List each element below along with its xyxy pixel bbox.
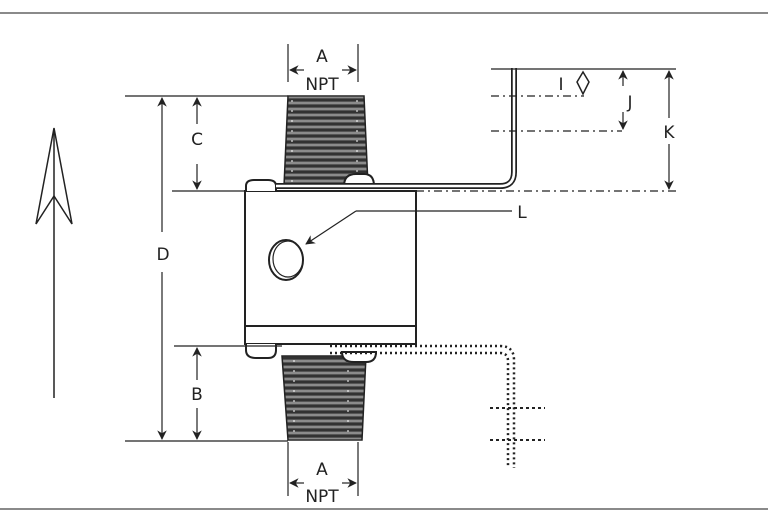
dim-label-l: L [517,203,527,223]
callout-l: L [305,203,527,245]
top-frame-line [0,12,768,14]
bottom-frame-line [0,508,768,510]
dim-label-k: K [663,123,675,143]
dim-label-d: D [156,245,169,265]
port-hole [268,239,304,281]
dim-label-npt-bottom: NPT [305,487,339,507]
dim-label-a-bottom: A [316,460,328,480]
dim-label-j: J [626,93,632,113]
dim-label-b: B [191,385,203,405]
dimension-d: D [156,97,170,440]
mounting-bracket [276,68,517,189]
top-threaded-pipe [283,95,369,187]
dim-label-npt-top: NPT [305,75,339,95]
dimension-a-bottom: A NPT [287,442,359,507]
bottom-threaded-pipe [281,355,367,441]
dimension-a-top: A NPT [287,44,359,95]
alternate-bracket-dotted [330,344,545,468]
extension-lines-left [125,95,288,442]
dim-label-i: I [558,75,563,95]
flow-arrow-up-icon [35,127,73,398]
clamp-body [244,173,417,363]
dim-label-c: C [191,130,203,150]
dimension-c: C [191,97,203,190]
dim-label-a-top: A [316,47,328,67]
dimension-b: B [191,347,203,440]
bracket-dimensions: I J K [416,68,676,192]
